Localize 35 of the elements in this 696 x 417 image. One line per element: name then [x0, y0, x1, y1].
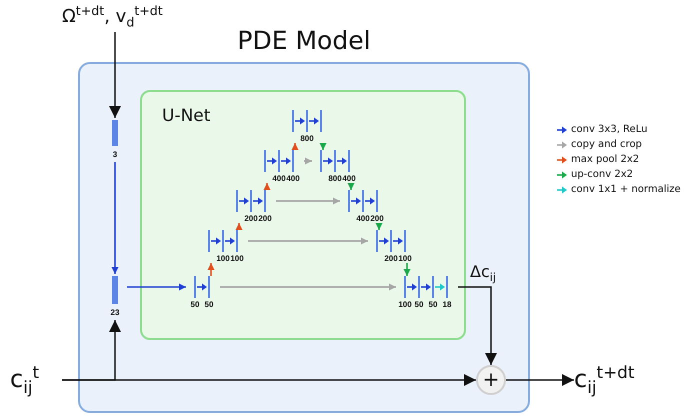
legend-text: conv 1x1 + normalize [571, 184, 681, 196]
arrow [112, 162, 118, 274]
legend-text: copy and crop [571, 139, 642, 151]
legend-text: conv 3x3, ReLu [571, 124, 648, 136]
arrow [348, 183, 354, 190]
arrow [236, 223, 242, 230]
arrow [376, 223, 382, 230]
channel-count: 18 [442, 300, 452, 309]
arrow [264, 183, 270, 190]
panel-title: U-Net [162, 106, 210, 126]
arrow [109, 32, 121, 118]
arrow [292, 143, 298, 150]
arrow [127, 284, 186, 290]
channel-count: 23 [110, 308, 120, 317]
arrow [220, 284, 396, 290]
channel-count: 50 [190, 300, 200, 309]
panel-title: PDE Model [236, 26, 372, 56]
legend-text: max pool 2x2 [571, 154, 640, 166]
channel-count: 50 [204, 300, 214, 309]
channel-count: 50 [428, 300, 438, 309]
arrow [276, 198, 340, 204]
channel-count: 800 [299, 134, 315, 143]
arrow [248, 238, 368, 244]
legend-text: up-conv 2x2 [571, 169, 633, 181]
arrow [404, 263, 410, 276]
arrow [320, 143, 326, 150]
arrow [208, 263, 214, 276]
arrow [62, 320, 121, 381]
edge-label: Δc$_{ij}$ [470, 262, 496, 282]
channel-count: 3 [112, 150, 118, 159]
network-panel [140, 90, 466, 340]
arrow [506, 374, 574, 386]
channel-count: 100 [397, 300, 413, 309]
arrow [304, 158, 312, 164]
arrow [458, 286, 497, 365]
